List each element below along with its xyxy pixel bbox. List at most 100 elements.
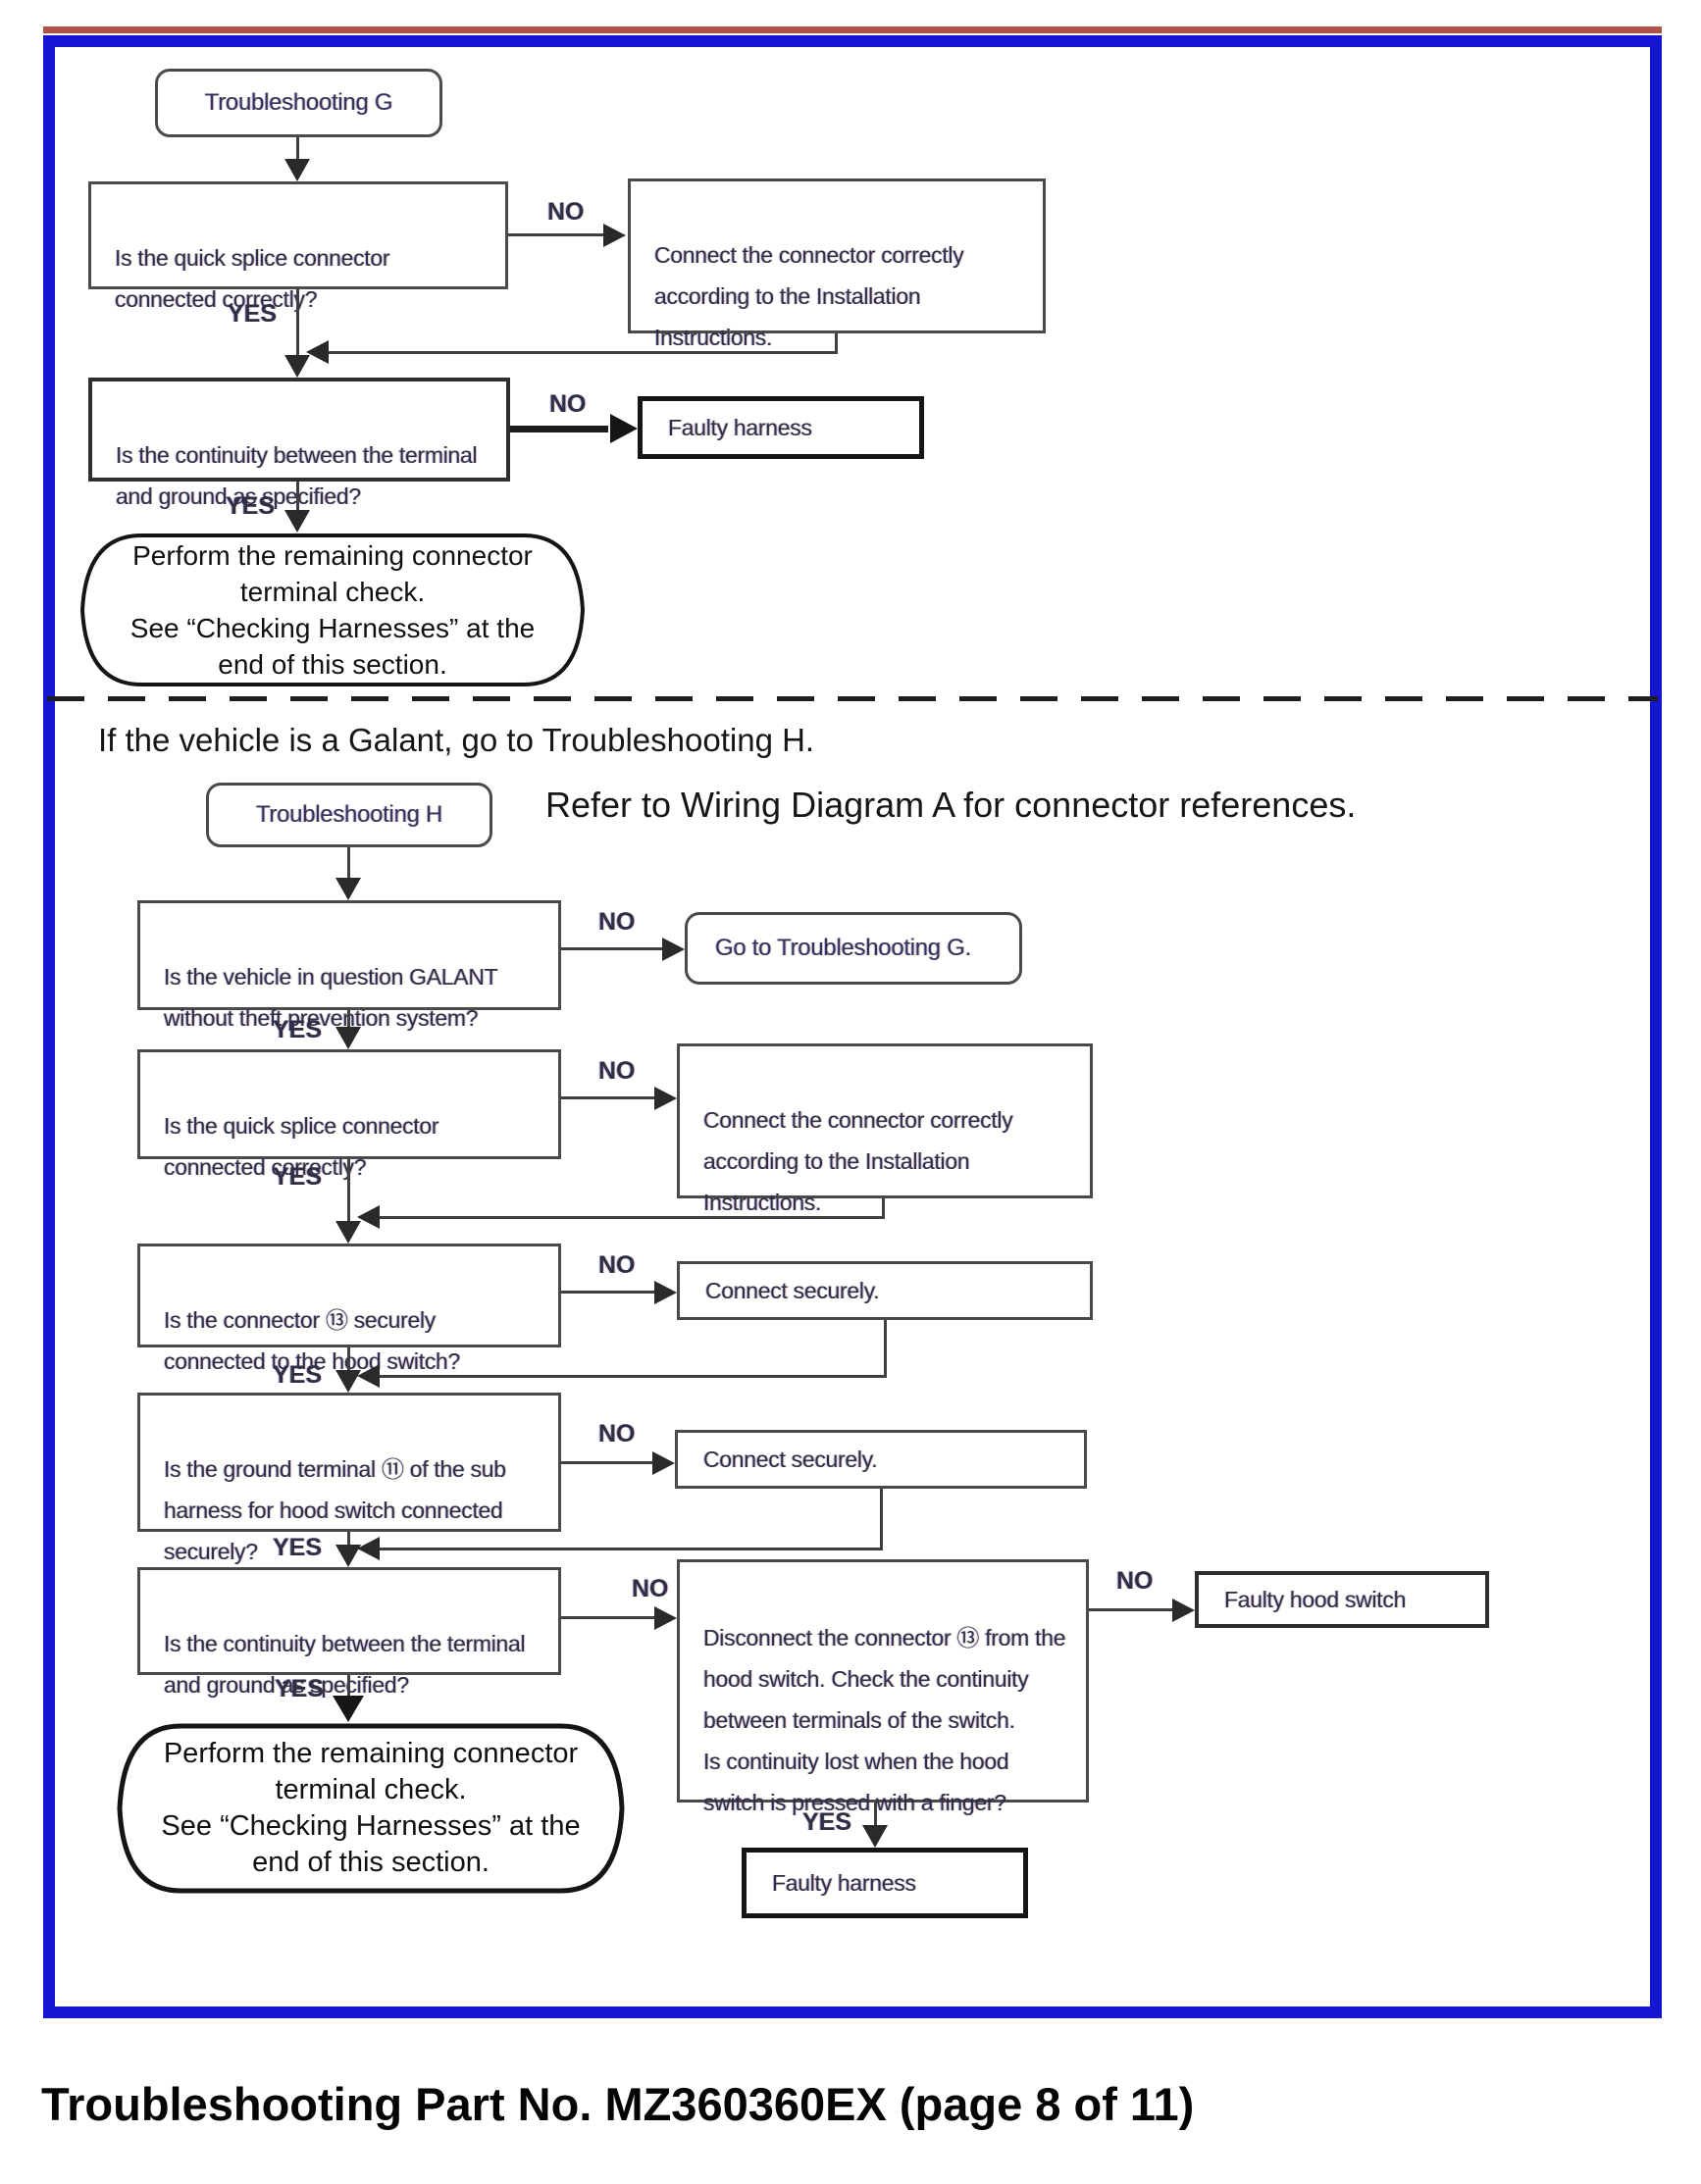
flow-line — [296, 289, 299, 356]
terminator-shape — [117, 1723, 625, 1894]
decision-connector-13-secure: Is the connector ⑬ securely connected to… — [137, 1244, 561, 1374]
flow-line — [379, 1548, 883, 1550]
arrowhead-right-icon — [654, 1281, 677, 1304]
flow-line — [508, 233, 604, 236]
no-label: NO — [598, 1251, 636, 1279]
arrowhead-right-icon — [603, 224, 626, 247]
decision-text: Is the continuity between the terminal a… — [116, 442, 478, 509]
arrowhead-right-icon — [654, 1606, 677, 1630]
flow-line — [379, 1375, 887, 1378]
terminator-perform-check-h: Perform the remaining connector terminal… — [116, 1722, 626, 1895]
decision-text: Is the quick splice connector connected … — [164, 1113, 439, 1180]
refer-wiring-note: Refer to Wiring Diagram A for connector … — [545, 785, 1357, 825]
section-divider-dashed-line — [47, 696, 1658, 701]
action-text: Connect the connector correctly accordin… — [654, 242, 964, 350]
arrowhead-down-icon — [335, 1027, 361, 1049]
yes-label: YES — [273, 1361, 323, 1389]
flow-line — [379, 1216, 885, 1219]
flow-line — [347, 847, 350, 879]
flow-line — [561, 1291, 655, 1294]
flow-line — [561, 1616, 655, 1619]
start-node-label: Troubleshooting H — [255, 801, 443, 828]
no-label: NO — [547, 198, 585, 226]
flow-line — [1089, 1608, 1173, 1611]
arrowhead-down-icon — [333, 1696, 364, 1722]
flow-line — [884, 1320, 887, 1377]
no-label: NO — [632, 1575, 669, 1602]
arrowhead-right-icon — [652, 1451, 675, 1475]
arrowhead-right-icon — [654, 1087, 677, 1110]
no-label: NO — [598, 1057, 636, 1085]
flow-line — [347, 1347, 350, 1373]
result-text: Faulty harness — [668, 415, 812, 440]
result-faulty-hood-switch: Faulty hood switch — [1195, 1571, 1489, 1628]
divider-note: If the vehicle is a Galant, go to Troubl… — [98, 722, 815, 758]
flow-line — [874, 1803, 877, 1826]
scan-artifact-line — [43, 26, 1662, 33]
action-connect-securely-2: Connect securely. — [675, 1430, 1087, 1489]
decision-text: Is the quick splice connector connected … — [115, 245, 390, 312]
decision-text: Is the connector ⑬ securely connected to… — [164, 1307, 461, 1374]
yes-label: YES — [226, 492, 276, 520]
start-node-troubleshooting-g: Troubleshooting G — [155, 69, 442, 137]
flow-line — [296, 137, 299, 163]
arrowhead-left-icon — [306, 340, 329, 364]
result-text: Faulty harness — [772, 1870, 916, 1896]
result-faulty-harness-g: Faulty harness — [638, 396, 924, 459]
yes-label: YES — [275, 1675, 325, 1702]
result-text: Faulty hood switch — [1224, 1587, 1407, 1612]
arrowhead-down-icon — [335, 1545, 361, 1567]
no-label: NO — [1116, 1567, 1154, 1595]
arrowhead-left-icon — [357, 1205, 380, 1229]
action-text: Disconnect the connector ⑬ from the hood… — [703, 1625, 1066, 1815]
arrowhead-right-icon — [610, 414, 638, 443]
no-label: NO — [598, 1420, 636, 1448]
arrowhead-right-icon — [1172, 1599, 1195, 1622]
decision-text: Is the vehicle in question GALANT withou… — [164, 964, 498, 1031]
arrowhead-left-icon — [357, 1537, 380, 1560]
decision-vehicle-galant: Is the vehicle in question GALANT withou… — [137, 900, 561, 1031]
action-connect-connector-h: Connect the connector correctly accordin… — [677, 1043, 1093, 1215]
no-label: NO — [549, 390, 587, 418]
terminator-text: Perform the remaining connector terminal… — [161, 1738, 581, 1878]
decision-quick-splice-g: Is the quick splice connector connected … — [88, 181, 508, 312]
flow-line — [561, 1096, 655, 1099]
arrowhead-right-icon — [662, 938, 685, 961]
arrowhead-down-icon — [862, 1825, 888, 1848]
flow-line — [561, 1461, 653, 1464]
terminator-text: Perform the remaining connector terminal… — [129, 540, 536, 680]
result-faulty-harness-h: Faulty harness — [742, 1848, 1028, 1918]
flow-line — [347, 1159, 350, 1222]
flow-line — [347, 1010, 350, 1028]
decision-quick-splice-h: Is the quick splice connector connected … — [137, 1049, 561, 1180]
action-connect-securely-1: Connect securely. — [677, 1261, 1093, 1320]
arrowhead-down-icon — [284, 510, 310, 533]
flow-line — [510, 426, 608, 432]
action-disconnect-check-switch: Disconnect the connector ⑬ from the hood… — [677, 1559, 1089, 1815]
page-caption: Troubleshooting Part No. MZ360360EX (pag… — [41, 2078, 1195, 2130]
arrowhead-left-icon — [357, 1364, 380, 1388]
terminator-shape — [79, 533, 586, 686]
action-text: Connect securely. — [705, 1278, 880, 1303]
flow-line — [835, 333, 838, 353]
flow-line — [296, 482, 299, 511]
start-node-label: Troubleshooting G — [204, 89, 393, 116]
arrowhead-down-icon — [284, 159, 310, 181]
action-goto-troubleshooting-g: Go to Troubleshooting G. — [685, 912, 1022, 985]
arrowhead-down-icon — [335, 1370, 361, 1393]
action-text: Connect the connector correctly accordin… — [703, 1107, 1013, 1215]
terminator-perform-check-g: Perform the remaining connector terminal… — [78, 533, 587, 687]
decision-text: Is the continuity between the terminal a… — [164, 1631, 526, 1698]
flow-line — [880, 1489, 883, 1549]
flow-line — [328, 351, 838, 354]
flow-line — [561, 947, 662, 950]
arrowhead-down-icon — [335, 1221, 361, 1244]
arrowhead-down-icon — [284, 355, 310, 378]
no-label: NO — [598, 908, 636, 936]
decision-continuity-h: Is the continuity between the terminal a… — [137, 1567, 561, 1698]
decision-text: Is the ground terminal ⑪ of the sub harn… — [164, 1456, 506, 1564]
arrowhead-down-icon — [335, 878, 361, 900]
action-text: Go to Troubleshooting G. — [715, 935, 971, 961]
yes-label: YES — [228, 300, 278, 328]
